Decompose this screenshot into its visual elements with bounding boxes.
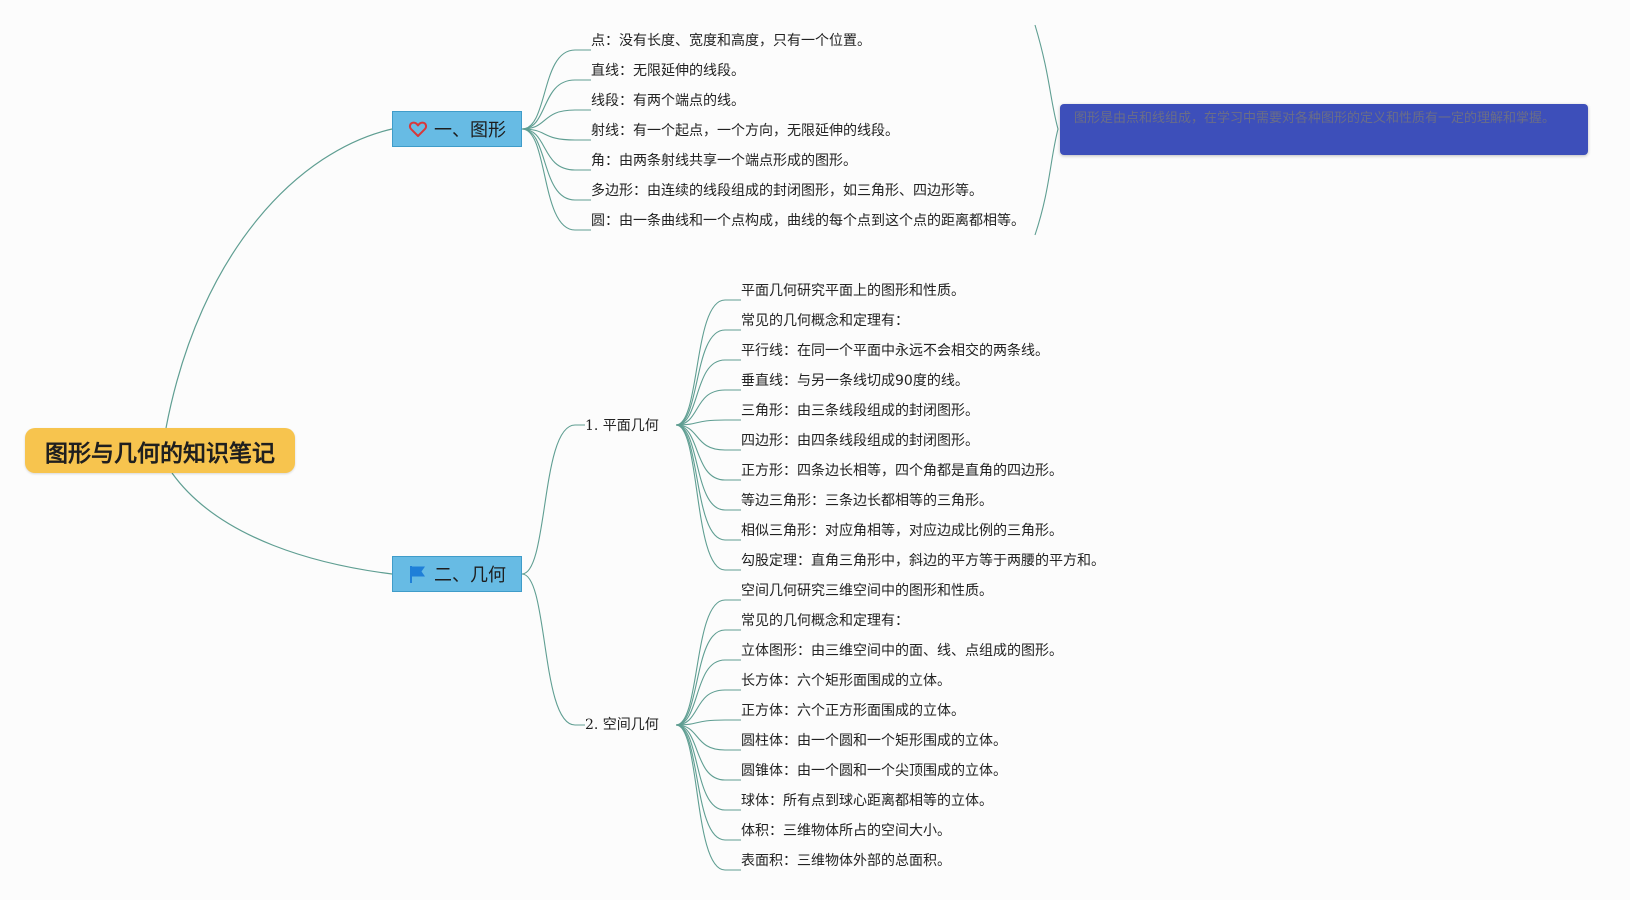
link-plane-leaf-6 xyxy=(675,424,726,481)
leaf-solid-2[interactable]: 立体图形：由三维空间中的面、线、点组成的图形。 xyxy=(741,643,1063,659)
link-plane-leaf-2 xyxy=(675,359,726,426)
subtopic-solid-geometry[interactable]: 2. 空间几何 xyxy=(585,717,659,733)
link-geometry-plane xyxy=(521,424,576,575)
root-topic[interactable]: 图形与几何的知识笔记 xyxy=(25,428,295,473)
leaf-plane-0[interactable]: 平面几何研究平面上的图形和性质。 xyxy=(741,283,965,299)
link-solid-leaf-8 xyxy=(675,724,726,841)
leaf-figures-5[interactable]: 多边形：由连续的线段组成的封闭图形，如三角形、四边形等。 xyxy=(591,183,983,199)
summary-text: 图形是由点和线组成，在学习中需要对各种图形的定义和性质有一定的理解和掌握。 xyxy=(1074,111,1556,126)
leaf-plane-7[interactable]: 等边三角形：三条边长都相等的三角形。 xyxy=(741,493,993,509)
link-solid-leaf-2 xyxy=(675,659,726,726)
topic-geometry-label: 二、几何 xyxy=(434,565,506,586)
leaf-plane-5[interactable]: 四边形：由四条线段组成的封闭图形。 xyxy=(741,433,979,449)
topic-figures[interactable]: 一、图形 xyxy=(392,111,522,147)
link-figures-leaf-6 xyxy=(521,128,576,231)
link-plane-leaf-8 xyxy=(675,424,726,541)
leaf-solid-4[interactable]: 正方体：六个正方形面围成的立体。 xyxy=(741,703,965,719)
topic-figures-label: 一、图形 xyxy=(434,120,506,141)
link-figures-leaf-0 xyxy=(521,49,576,130)
leaf-figures-6[interactable]: 圆：由一条曲线和一个点构成，曲线的每个点到这个点的距离都相等。 xyxy=(591,213,1025,229)
leaf-plane-6[interactable]: 正方形：四条边长相等，四个角都是直角的四边形。 xyxy=(741,463,1063,479)
leaf-plane-9[interactable]: 勾股定理：直角三角形中，斜边的平方等于两腰的平方和。 xyxy=(741,553,1105,569)
link-plane-leaf-0 xyxy=(675,299,726,426)
link-solid-leaf-1 xyxy=(675,629,726,726)
link-root-geometry xyxy=(171,472,393,575)
link-solid-leaf-6 xyxy=(675,724,726,781)
link-geometry-solid xyxy=(521,573,576,726)
link-figures-leaf-3 xyxy=(521,128,576,141)
link-figures-leaf-4 xyxy=(521,128,576,171)
flag-icon xyxy=(408,564,428,584)
leaf-figures-0[interactable]: 点：没有长度、宽度和高度，只有一个位置。 xyxy=(591,33,871,49)
leaf-figures-1[interactable]: 直线：无限延伸的线段。 xyxy=(591,63,745,79)
leaf-solid-6[interactable]: 圆锥体：由一个圆和一个尖顶围成的立体。 xyxy=(741,763,1007,779)
leaf-plane-4[interactable]: 三角形：由三条线段组成的封闭图形。 xyxy=(741,403,979,419)
leaf-solid-1[interactable]: 常见的几何概念和定理有： xyxy=(741,613,909,629)
leaf-solid-7[interactable]: 球体：所有点到球心距离都相等的立体。 xyxy=(741,793,993,809)
link-solid-leaf-5 xyxy=(675,724,726,751)
leaf-figures-4[interactable]: 角：由两条射线共享一个端点形成的图形。 xyxy=(591,153,857,169)
link-plane-leaf-3 xyxy=(675,389,726,426)
leaf-plane-3[interactable]: 垂直线：与另一条线切成90度的线。 xyxy=(741,373,969,389)
leaf-figures-3[interactable]: 射线：有一个起点，一个方向，无限延伸的线段。 xyxy=(591,123,899,139)
link-figures-leaf-1 xyxy=(521,79,576,130)
link-solid-leaf-4 xyxy=(675,719,726,726)
leaf-plane-1[interactable]: 常见的几何概念和定理有： xyxy=(741,313,909,329)
leaf-solid-8[interactable]: 体积：三维物体所占的空间大小。 xyxy=(741,823,951,839)
link-root-figures xyxy=(165,128,393,429)
leaf-plane-2[interactable]: 平行线：在同一个平面中永远不会相交的两条线。 xyxy=(741,343,1049,359)
link-plane-leaf-9 xyxy=(675,424,726,571)
link-figures-leaf-2 xyxy=(521,109,576,130)
link-plane-leaf-5 xyxy=(675,424,726,451)
leaf-solid-3[interactable]: 长方体：六个矩形面围成的立体。 xyxy=(741,673,951,689)
summary-bracket xyxy=(1034,24,1059,236)
link-plane-leaf-4 xyxy=(675,419,726,426)
leaf-plane-8[interactable]: 相似三角形：对应角相等，对应边成比例的三角形。 xyxy=(741,523,1063,539)
leaf-solid-9[interactable]: 表面积：三维物体外部的总面积。 xyxy=(741,853,951,869)
subtopic-plane-geometry[interactable]: 1. 平面几何 xyxy=(585,418,659,434)
summary-box[interactable]: 图形是由点和线组成，在学习中需要对各种图形的定义和性质有一定的理解和掌握。 xyxy=(1060,104,1588,155)
link-plane-leaf-1 xyxy=(675,329,726,426)
leaf-solid-0[interactable]: 空间几何研究三维空间中的图形和性质。 xyxy=(741,583,993,599)
link-solid-leaf-3 xyxy=(675,689,726,726)
leaf-solid-5[interactable]: 圆柱体：由一个圆和一个矩形围成的立体。 xyxy=(741,733,1007,749)
topic-geometry[interactable]: 二、几何 xyxy=(392,556,522,592)
root-topic-label: 图形与几何的知识笔记 xyxy=(45,440,275,467)
heart-icon xyxy=(408,119,428,139)
leaf-figures-2[interactable]: 线段：有两个端点的线。 xyxy=(591,93,745,109)
link-solid-leaf-9 xyxy=(675,724,726,871)
link-solid-leaf-0 xyxy=(675,599,726,726)
